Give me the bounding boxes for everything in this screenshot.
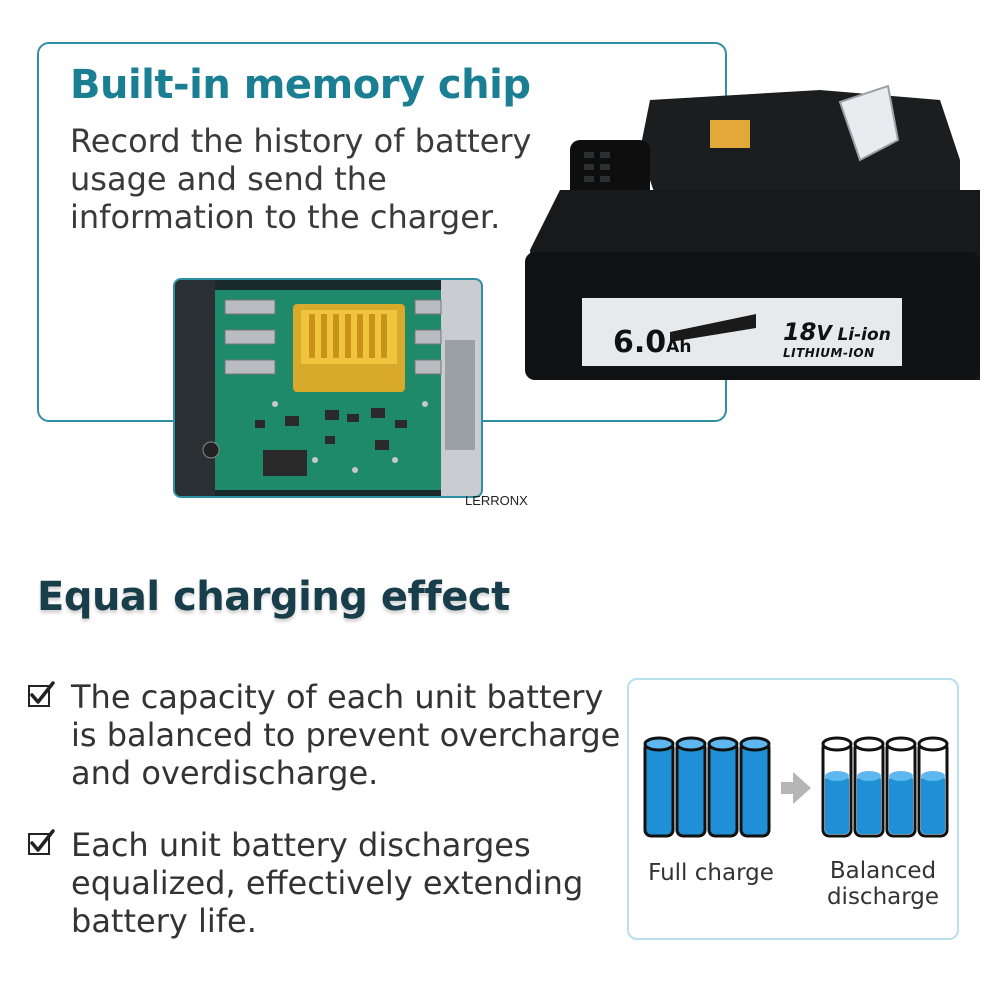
battery-capacity-label: 6.0Ah	[613, 325, 691, 360]
balanced-label-line1: Balanced	[829, 858, 937, 884]
bullet-item: The capacity of each unit battery is bal…	[27, 678, 627, 792]
equal-charging-title: Equal charging effect	[37, 574, 510, 620]
battery-image: 6.0Ah 18V Li-ion LITHIUM-ION	[520, 80, 990, 380]
memory-chip-title: Built-in memory chip	[70, 62, 531, 108]
battery-voltage-unit: V	[816, 321, 832, 345]
bullet-text: Each unit battery discharges equalized, …	[71, 826, 584, 940]
memory-chip-description: Record the history of battery usage and …	[70, 122, 532, 236]
full-charge-label: Full charge	[648, 860, 774, 886]
battery-chem-short: Li-ion	[837, 325, 891, 345]
checkmark-icon	[28, 681, 55, 707]
checkmark-icon	[28, 829, 55, 855]
battery-chem-long: LITHIUM-ION	[783, 346, 875, 360]
battery-voltage-label: 18V Li-ion	[783, 318, 891, 346]
battery-capacity: 6.0	[613, 325, 667, 360]
bullet-item: Each unit battery discharges equalized, …	[27, 826, 627, 940]
pcb-image	[173, 278, 483, 498]
battery-capacity-unit: Ah	[666, 337, 692, 357]
balanced-discharge-label: Balanced discharge	[813, 858, 953, 910]
full-charge-cells	[643, 736, 771, 838]
watermark: LERRONX	[465, 493, 528, 508]
balanced-label-line2: discharge	[826, 884, 940, 910]
arrow-right-icon	[781, 772, 811, 804]
bullet-text: The capacity of each unit battery is bal…	[71, 678, 621, 792]
balance-diagram: Full charge Balanced discharge	[627, 678, 959, 940]
battery-voltage: 18	[783, 318, 817, 346]
